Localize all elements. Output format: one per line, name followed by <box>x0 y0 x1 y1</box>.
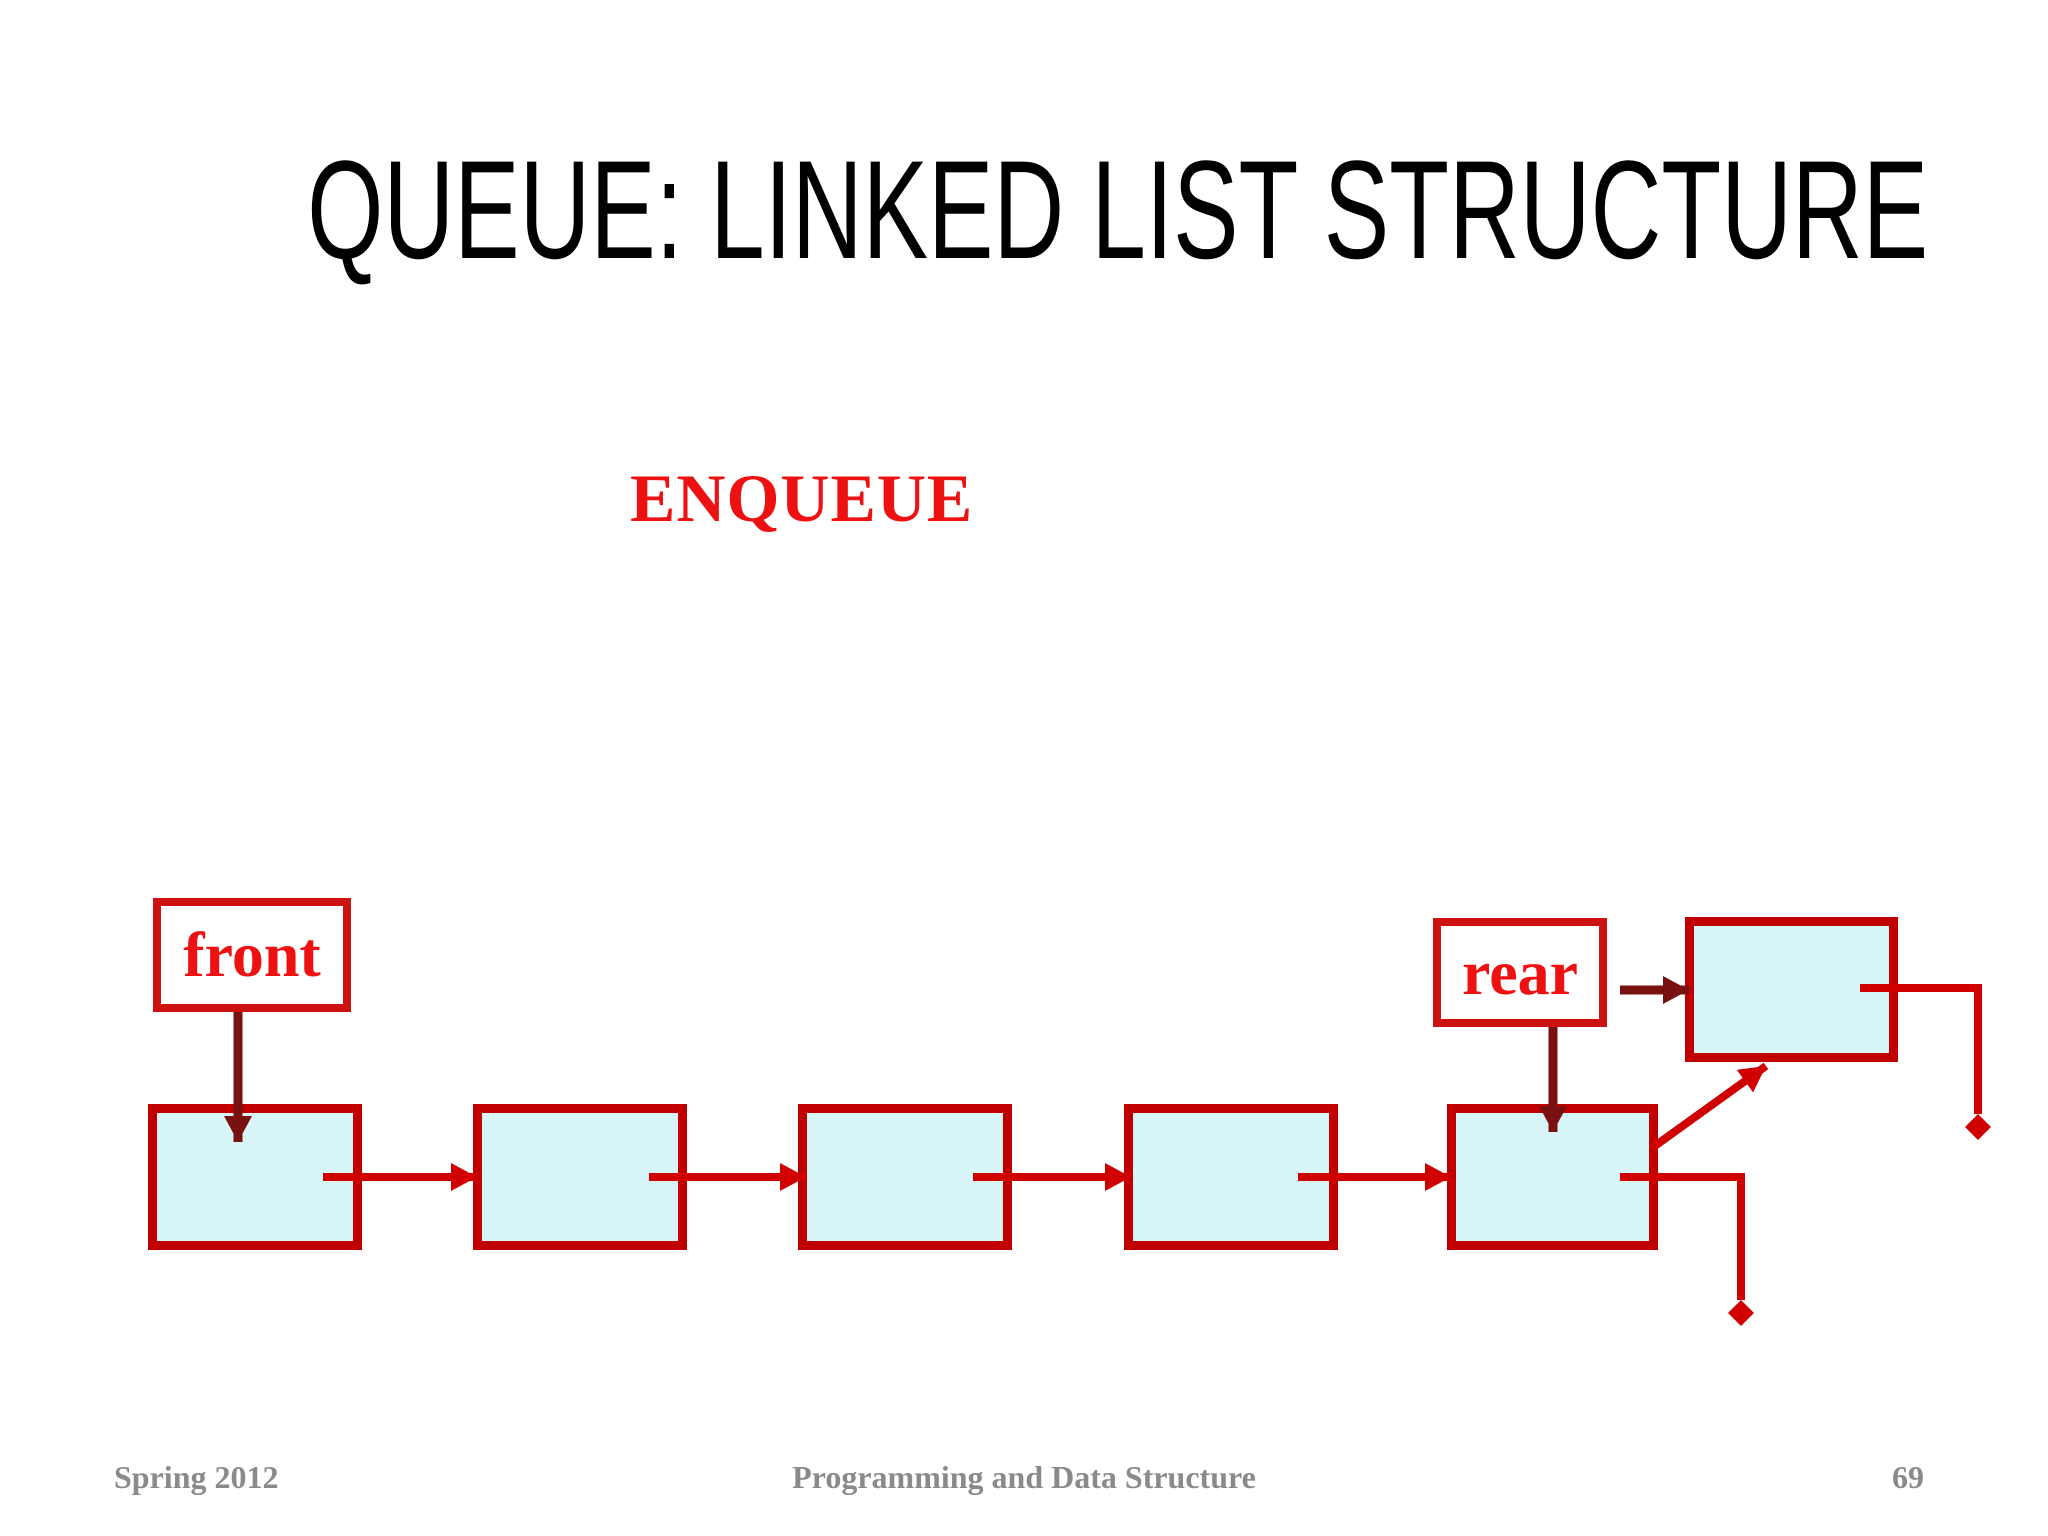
front-pointer-label: front <box>183 919 321 990</box>
rear-node-to-new-node-arrow <box>1649 1062 1769 1152</box>
null-pointer-diamond <box>1965 1114 1991 1140</box>
front-pointer-label-box: front <box>153 898 351 1012</box>
slide-title: QUEUE: LINKED LIST STRUCTURE <box>307 131 1929 288</box>
rear-node-old-null-pointer-line <box>1620 1173 1745 1300</box>
footer-date: Spring 2012 <box>114 1459 279 1495</box>
null-pointer-diamond <box>1728 1300 1754 1326</box>
rear-pointer-label-box: rear <box>1433 918 1607 1027</box>
footer-course-name: Programming and Data Structure <box>792 1459 1256 1495</box>
operation-label: ENQUEUE <box>630 460 974 536</box>
new-node-null-pointer-line <box>1860 984 1982 1114</box>
footer-page-number: 69 <box>1892 1459 1924 1495</box>
rear-pointer-label: rear <box>1461 936 1579 1008</box>
